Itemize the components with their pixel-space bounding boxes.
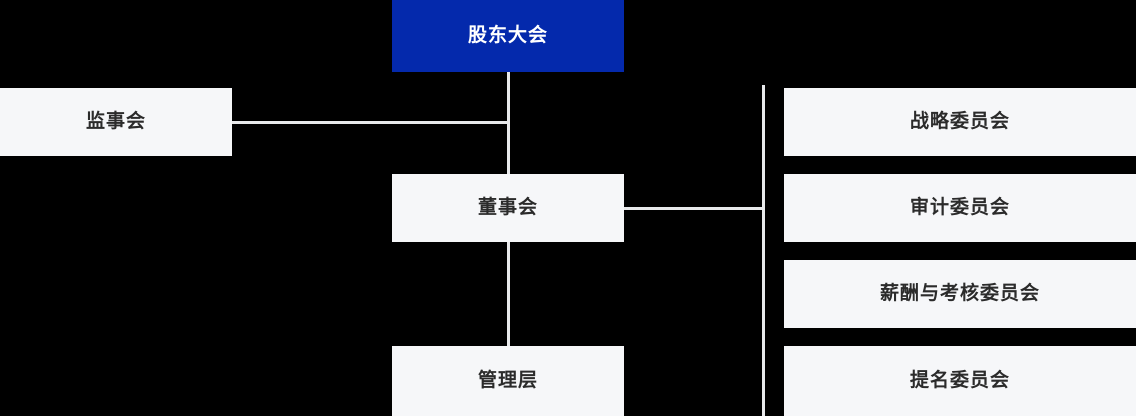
connector-horizontal-supervisory: [232, 121, 509, 124]
node-management-layer-label: 管理层: [477, 369, 538, 391]
node-management-layer[interactable]: 管理层: [392, 346, 624, 416]
connector-horizontal-board-to-committees: [624, 207, 765, 210]
node-strategy-committee[interactable]: 战略委员会: [784, 88, 1136, 156]
node-board-of-directors[interactable]: 董事会: [392, 174, 624, 242]
node-remuneration-and-appraisal-committee[interactable]: 薪酬与考核委员会: [784, 260, 1136, 328]
node-shareholders-meeting-label: 股东大会: [467, 24, 548, 46]
node-audit-committee-label: 审计委员会: [909, 196, 1010, 218]
node-shareholders-meeting[interactable]: 股东大会: [392, 0, 624, 72]
node-audit-committee[interactable]: 审计委员会: [784, 174, 1136, 242]
node-nomination-committee-label: 提名委员会: [909, 369, 1010, 391]
node-board-of-directors-label: 董事会: [477, 196, 538, 218]
node-remuneration-and-appraisal-committee-label: 薪酬与考核委员会: [879, 282, 1040, 304]
connector-vertical-committee-bus: [762, 85, 765, 416]
node-board-of-supervisors[interactable]: 监事会: [0, 88, 232, 156]
node-nomination-committee[interactable]: 提名委员会: [784, 346, 1136, 416]
node-board-of-supervisors-label: 监事会: [85, 110, 146, 132]
node-strategy-committee-label: 战略委员会: [909, 110, 1010, 132]
